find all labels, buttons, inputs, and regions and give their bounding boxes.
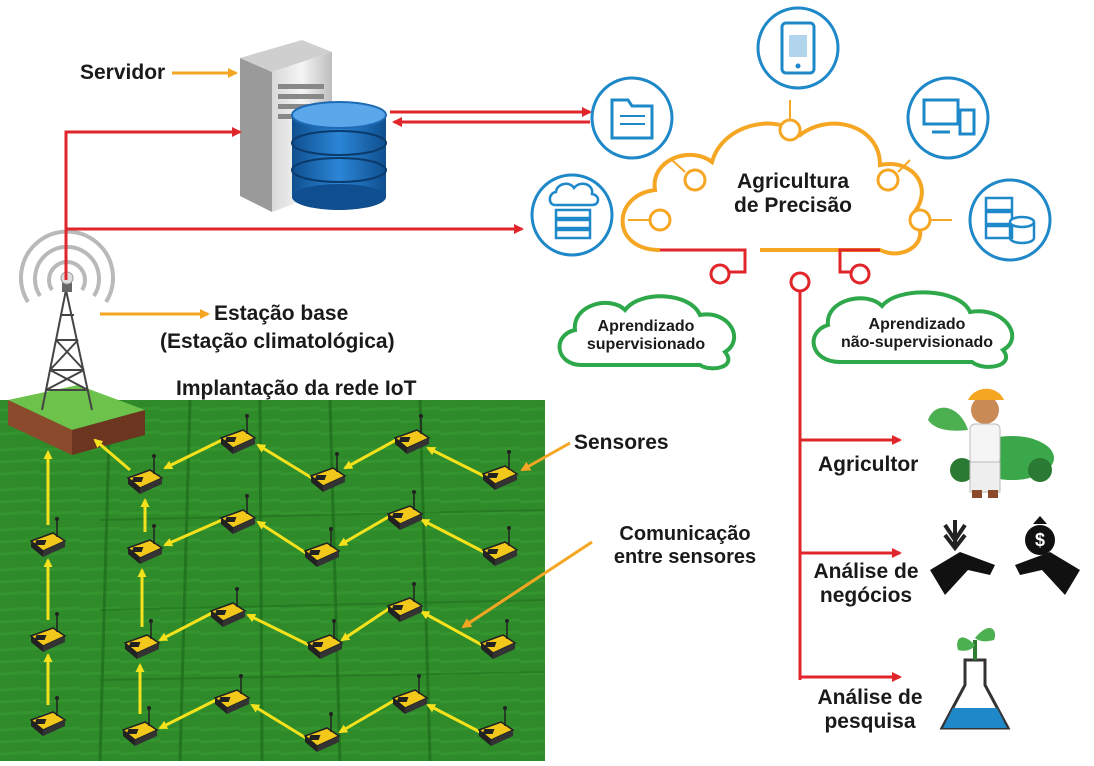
sensor-communication-arrow — [163, 518, 223, 547]
sensor-node-icon — [393, 414, 431, 454]
sensor-communication-arrow — [158, 611, 213, 642]
sensor-node-icon — [29, 612, 67, 652]
unsupervised-cloud — [811, 290, 1015, 369]
output-branches — [798, 291, 902, 682]
cloud-server-icon — [530, 173, 614, 257]
sensor-node-icon — [386, 490, 424, 530]
database-server-icon — [968, 178, 1052, 262]
unsupervised-line-2: não-supervisionado — [840, 334, 994, 352]
sensor-node-icon — [477, 706, 515, 746]
sensor-communication-arrow — [338, 514, 391, 547]
research-line-2: pesquisa — [824, 710, 916, 734]
sensor-node-icon — [303, 712, 341, 752]
sensor-communication-arrow — [256, 520, 307, 555]
precision-agriculture-label: Agricultura de Precisão — [718, 170, 868, 218]
sensor-communication-arrow — [426, 703, 481, 734]
sensor-communication-arrow — [338, 698, 396, 734]
sensor-node-icon — [29, 517, 67, 557]
svg-text:$: $ — [1035, 530, 1045, 550]
sensor-node-icon — [209, 587, 247, 627]
sensor-node-icon — [309, 452, 347, 492]
database-icon — [291, 101, 387, 210]
sensor-node-icon — [121, 706, 159, 746]
farmer-label: Agricultor — [818, 453, 919, 476]
communication-line-2: entre sensores — [613, 546, 757, 568]
research-analysis-label: Análise de pesquisa — [806, 686, 934, 734]
sensor-communication-arrow — [420, 518, 485, 554]
sensor-communication-arrow — [426, 446, 485, 478]
supervised-cloud — [557, 294, 737, 371]
flask-plant-icon — [939, 628, 1011, 730]
supervised-line-2: supervisionado — [586, 336, 706, 354]
sensor-node-icon — [391, 674, 429, 714]
sensor-communication-arrow — [246, 613, 310, 647]
sensor-node-icon — [479, 619, 517, 659]
research-line-1: Análise de — [817, 686, 923, 709]
farmer-icon — [928, 388, 1054, 498]
server-label: Servidor — [80, 61, 166, 84]
sensor-communication-arrow — [343, 438, 397, 470]
sensor-node-icon — [306, 619, 344, 659]
communication-label: Comunicação entre sensores — [600, 523, 770, 569]
business-analysis-label: Análise de negócios — [802, 560, 930, 608]
sensor-node-icon — [481, 526, 519, 566]
orange-arrows — [100, 68, 593, 629]
sensor-node-icon — [386, 582, 424, 622]
sensor-node-icon — [481, 450, 519, 490]
sensor-node-icon — [123, 619, 161, 659]
smartphone-icon — [756, 6, 840, 90]
business-line-1: Análise de — [813, 560, 919, 583]
hands-money-icon: $ — [930, 516, 1080, 595]
precision-agriculture-cloud — [620, 100, 952, 293]
unsupervised-label: Aprendizado não-supervisionado — [828, 316, 1006, 353]
weather-station-label: (Estação climatológica) — [160, 330, 395, 353]
supervised-line-1: Aprendizado — [597, 318, 695, 335]
sensor-node-icon — [303, 527, 341, 567]
sensor-communication-arrow — [420, 610, 483, 647]
computer-devices-icon — [906, 76, 990, 160]
sensor-communication-arrow — [256, 443, 313, 480]
supervised-label: Aprendizado supervisionado — [572, 318, 720, 355]
sensor-communication-arrow — [93, 438, 131, 472]
sensor-node-icon — [126, 454, 164, 494]
sensor-node-icon — [213, 674, 251, 714]
base-station-label: Estação base — [214, 302, 349, 325]
tower-base-platform — [8, 385, 145, 455]
sensor-communication-arrow — [250, 703, 307, 740]
folder-icon — [590, 76, 674, 160]
sensor-node-icon — [219, 494, 257, 534]
sensor-node-icon — [126, 524, 164, 564]
sensor-node-icon — [219, 414, 257, 454]
iot-deployment-label: Implantação da rede IoT — [176, 377, 417, 400]
sensor-communication-arrow — [158, 698, 217, 730]
precision-agri-line-1: Agricultura — [736, 170, 849, 193]
communication-line-1: Comunicação — [619, 523, 751, 545]
business-line-2: negócios — [819, 584, 913, 608]
unsupervised-line-1: Aprendizado — [868, 316, 966, 333]
sensor-node-icon — [29, 696, 67, 736]
sensor-network — [29, 414, 519, 752]
sensor-communication-arrow — [340, 606, 391, 642]
precision-agri-line-2: de Precisão — [734, 194, 852, 218]
sensor-communication-arrow — [163, 438, 223, 470]
red-connections — [64, 107, 592, 280]
sensors-label: Sensores — [574, 431, 669, 454]
